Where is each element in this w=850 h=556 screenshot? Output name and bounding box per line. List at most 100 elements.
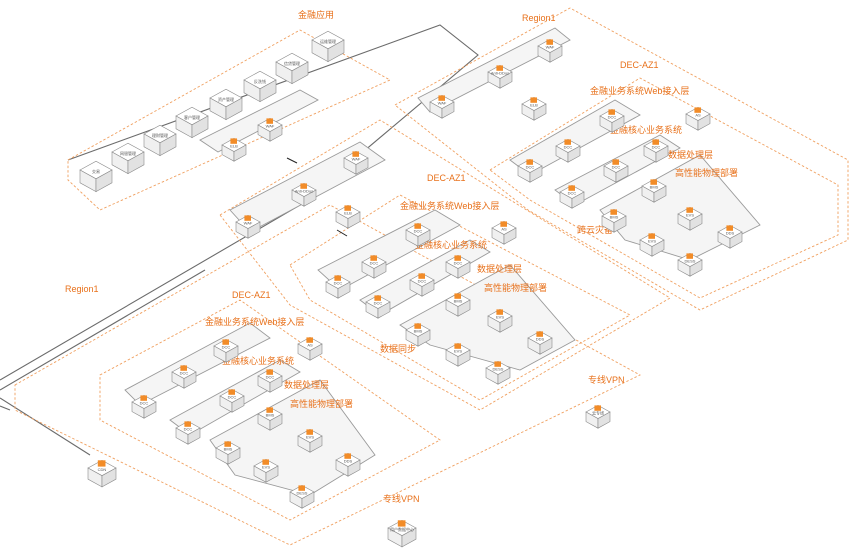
node-dcc[interactable]: DCC <box>405 223 431 247</box>
dr-label: 跨云灾备 <box>577 224 613 235</box>
node-app3[interactable]: 客户管理 <box>175 106 209 139</box>
node-label: DCC <box>184 426 193 431</box>
server-icon <box>454 293 461 299</box>
node-dcc[interactable]: DCC <box>171 365 197 389</box>
server-icon <box>594 405 601 411</box>
node-dcc[interactable]: DCC <box>643 139 669 163</box>
server-icon <box>438 95 445 101</box>
node-label: Anti-DDos <box>491 70 509 75</box>
node-label: DCC <box>652 144 661 149</box>
node-waf[interactable]: WAF <box>429 95 455 119</box>
node-label: DCC <box>140 400 149 405</box>
node-bms[interactable]: BMS <box>601 209 627 233</box>
server-icon <box>266 407 273 413</box>
node-dcc[interactable]: DCC <box>559 185 585 209</box>
node-label: BMS <box>224 446 233 451</box>
node-bms[interactable]: BMS <box>445 293 471 317</box>
node-label: AS <box>501 226 507 231</box>
node-label: DESS <box>493 366 504 371</box>
gateway-band-left <box>199 89 319 153</box>
node-cdn1[interactable]: CDN <box>87 459 117 488</box>
node-evs[interactable]: EVS <box>297 429 323 453</box>
node-app2[interactable]: 理财管理 <box>143 124 177 157</box>
node-label: DCC <box>334 280 343 285</box>
node-app6[interactable]: 信贷管理 <box>275 52 309 85</box>
node-as[interactable]: AS <box>491 221 517 245</box>
server-icon <box>536 331 543 337</box>
node-elb[interactable]: ELB <box>521 97 547 121</box>
node-bms[interactable]: BMS <box>405 323 431 347</box>
node-elb[interactable]: ELB <box>221 138 247 162</box>
node-app4[interactable]: 资产管理 <box>209 88 243 121</box>
region-top-zone <box>394 7 849 311</box>
node-evs[interactable]: EVS <box>445 343 471 367</box>
server-icon <box>496 309 503 315</box>
node-label: 资产管理 <box>218 96 234 102</box>
node-app7[interactable]: 运维管理 <box>311 30 345 63</box>
node-dcc[interactable]: DCC <box>365 295 391 319</box>
node-dcc[interactable]: DCC <box>555 139 581 163</box>
connector-arrow-icon <box>336 229 348 237</box>
node-label: DCC <box>374 300 383 305</box>
node-waf[interactable]: WAF <box>537 39 563 63</box>
node-dcc[interactable]: DCC <box>219 389 245 413</box>
server-icon <box>454 343 461 349</box>
node-bms[interactable]: BMS <box>641 179 667 203</box>
node-dcc[interactable]: DCC <box>213 339 239 363</box>
region-mid-zone <box>219 119 671 411</box>
server-icon <box>184 421 191 427</box>
node-label: WAF <box>438 100 447 105</box>
region-top-label: Region1 <box>522 13 556 23</box>
node-label: ELB <box>344 210 352 215</box>
node-elb[interactable]: ELB <box>335 205 361 229</box>
node-label: EVS <box>686 212 694 217</box>
node-dcc[interactable]: DCC <box>445 255 471 279</box>
node-dcc[interactable]: DCC <box>325 275 351 299</box>
node-label: EVS <box>306 434 314 439</box>
node-dds[interactable]: DDS <box>335 453 361 477</box>
node-user_dc[interactable]: 用户数据中心 <box>387 519 417 548</box>
region-left-zone <box>14 204 641 546</box>
node-antiddos[interactable]: Anti-DDos <box>487 65 513 89</box>
node-waf[interactable]: WAF <box>257 118 283 142</box>
node-evs[interactable]: EVS <box>639 233 665 257</box>
node-as[interactable]: AS <box>297 337 323 361</box>
node-dess[interactable]: DESS <box>677 253 703 277</box>
server-icon <box>418 273 425 279</box>
node-label: DCC <box>370 260 379 265</box>
node-evs[interactable]: EVS <box>677 207 703 231</box>
node-dcc[interactable]: DCC <box>603 159 629 183</box>
node-cloud_vpn[interactable]: 云专线 <box>585 405 611 429</box>
node-dess[interactable]: DESS <box>485 361 511 385</box>
node-dess[interactable]: DESS <box>289 485 315 509</box>
server-icon <box>454 255 461 261</box>
node-dcc[interactable]: DCC <box>517 159 543 183</box>
node-dcc[interactable]: DCC <box>599 109 625 133</box>
node-bms[interactable]: BMS <box>215 441 241 465</box>
node-app1[interactable]: 网银管理 <box>111 142 145 175</box>
node-as[interactable]: AS <box>685 107 711 131</box>
node-app0[interactable]: 交易 <box>79 160 113 193</box>
node-dcc[interactable]: DCC <box>409 273 435 297</box>
node-evs[interactable]: EVS <box>487 309 513 333</box>
node-dds[interactable]: DDS <box>527 331 553 355</box>
node-app5[interactable]: 反洗钱 <box>243 70 277 103</box>
node-dcc[interactable]: DCC <box>257 369 283 393</box>
node-label: 云专线 <box>592 409 604 415</box>
node-dcc[interactable]: DCC <box>175 421 201 445</box>
server-icon <box>306 429 313 435</box>
node-dcc[interactable]: DCC <box>361 255 387 279</box>
node-waf[interactable]: WAF <box>235 215 261 239</box>
node-dcc[interactable]: DCC <box>131 395 157 419</box>
node-evs[interactable]: EVS <box>253 459 279 483</box>
server-icon <box>344 453 351 459</box>
node-label: EVS <box>262 464 270 469</box>
dec-top-zone <box>489 77 839 299</box>
server-icon <box>494 361 501 367</box>
node-dds[interactable]: DDS <box>717 225 743 249</box>
node-waf[interactable]: WAF <box>343 151 369 175</box>
node-bms[interactable]: BMS <box>257 407 283 431</box>
server-icon <box>298 485 305 491</box>
node-antiddos[interactable]: Anti-DDos <box>291 183 317 207</box>
